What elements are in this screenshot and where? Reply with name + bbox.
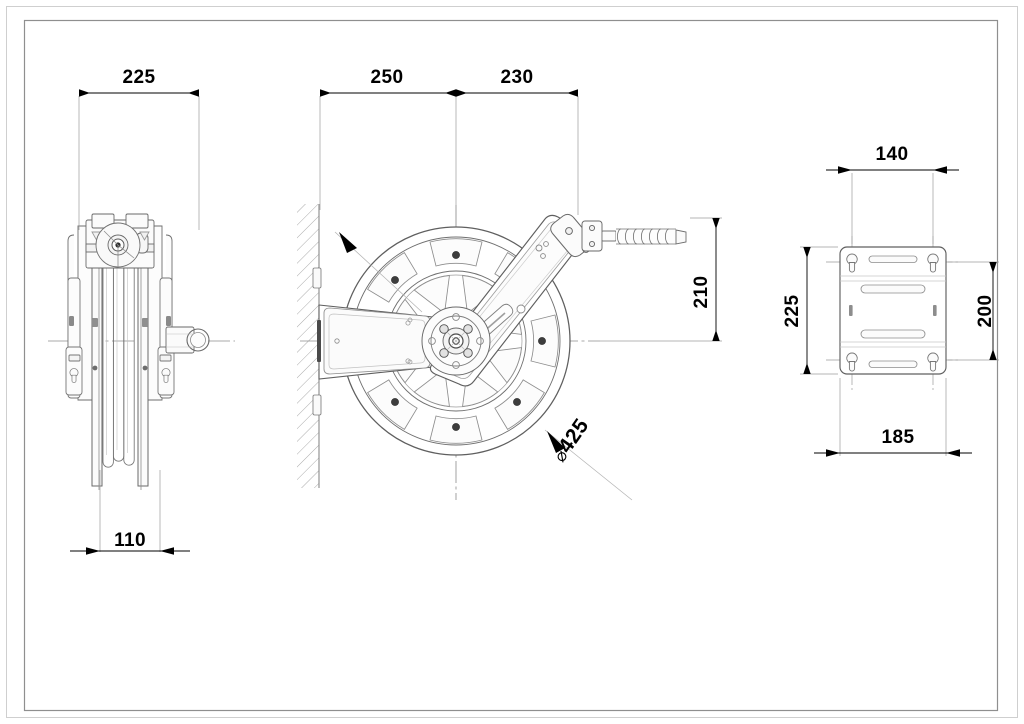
dim-225-top: 225 (78, 67, 200, 230)
plate-slotted-holes (860, 255, 926, 368)
side-view-drum-core (98, 232, 142, 490)
dim-225-left: 225 (782, 246, 838, 375)
dim-label-110: 110 (114, 530, 146, 551)
wall-section (297, 204, 320, 488)
side-view-coiled-hose (102, 231, 135, 468)
plate-side-tabs (849, 305, 937, 316)
dim-110: 110 (70, 470, 190, 555)
front-view: ⌀425 250 230 210 (297, 67, 722, 501)
dim-label-200: 200 (975, 295, 996, 328)
side-view: 225 110 (48, 67, 235, 555)
reel-hub-assembly (407, 306, 491, 376)
front-view-leader-top (334, 231, 423, 313)
dim-250: 250 (319, 67, 457, 225)
mounting-plate-view: 140 225 200 185 (782, 144, 999, 457)
dim-label-140: 140 (876, 144, 909, 165)
side-view-fittings (92, 318, 148, 371)
dim-200: 200 (948, 261, 999, 361)
dim-210: 210 (600, 217, 722, 342)
dim-185: 185 (814, 378, 972, 457)
dim-label-230: 230 (501, 67, 534, 88)
dim-230: 230 (456, 67, 579, 215)
dim-label-250: 250 (371, 67, 404, 88)
mounting-plate-body (839, 246, 947, 375)
side-view-hub (95, 222, 141, 268)
sheet-border-frame (23, 19, 999, 712)
dim-140: 140 (826, 144, 959, 244)
dim-label-210: 210 (691, 276, 712, 309)
hose-outlet-assembly (550, 213, 687, 258)
dim-label-225-top: 225 (123, 67, 156, 88)
hose-bellows (616, 228, 676, 245)
dim-label-185: 185 (882, 427, 915, 448)
dim-label-225-left: 225 (782, 295, 803, 328)
side-view-outlet-swivel (165, 326, 210, 354)
